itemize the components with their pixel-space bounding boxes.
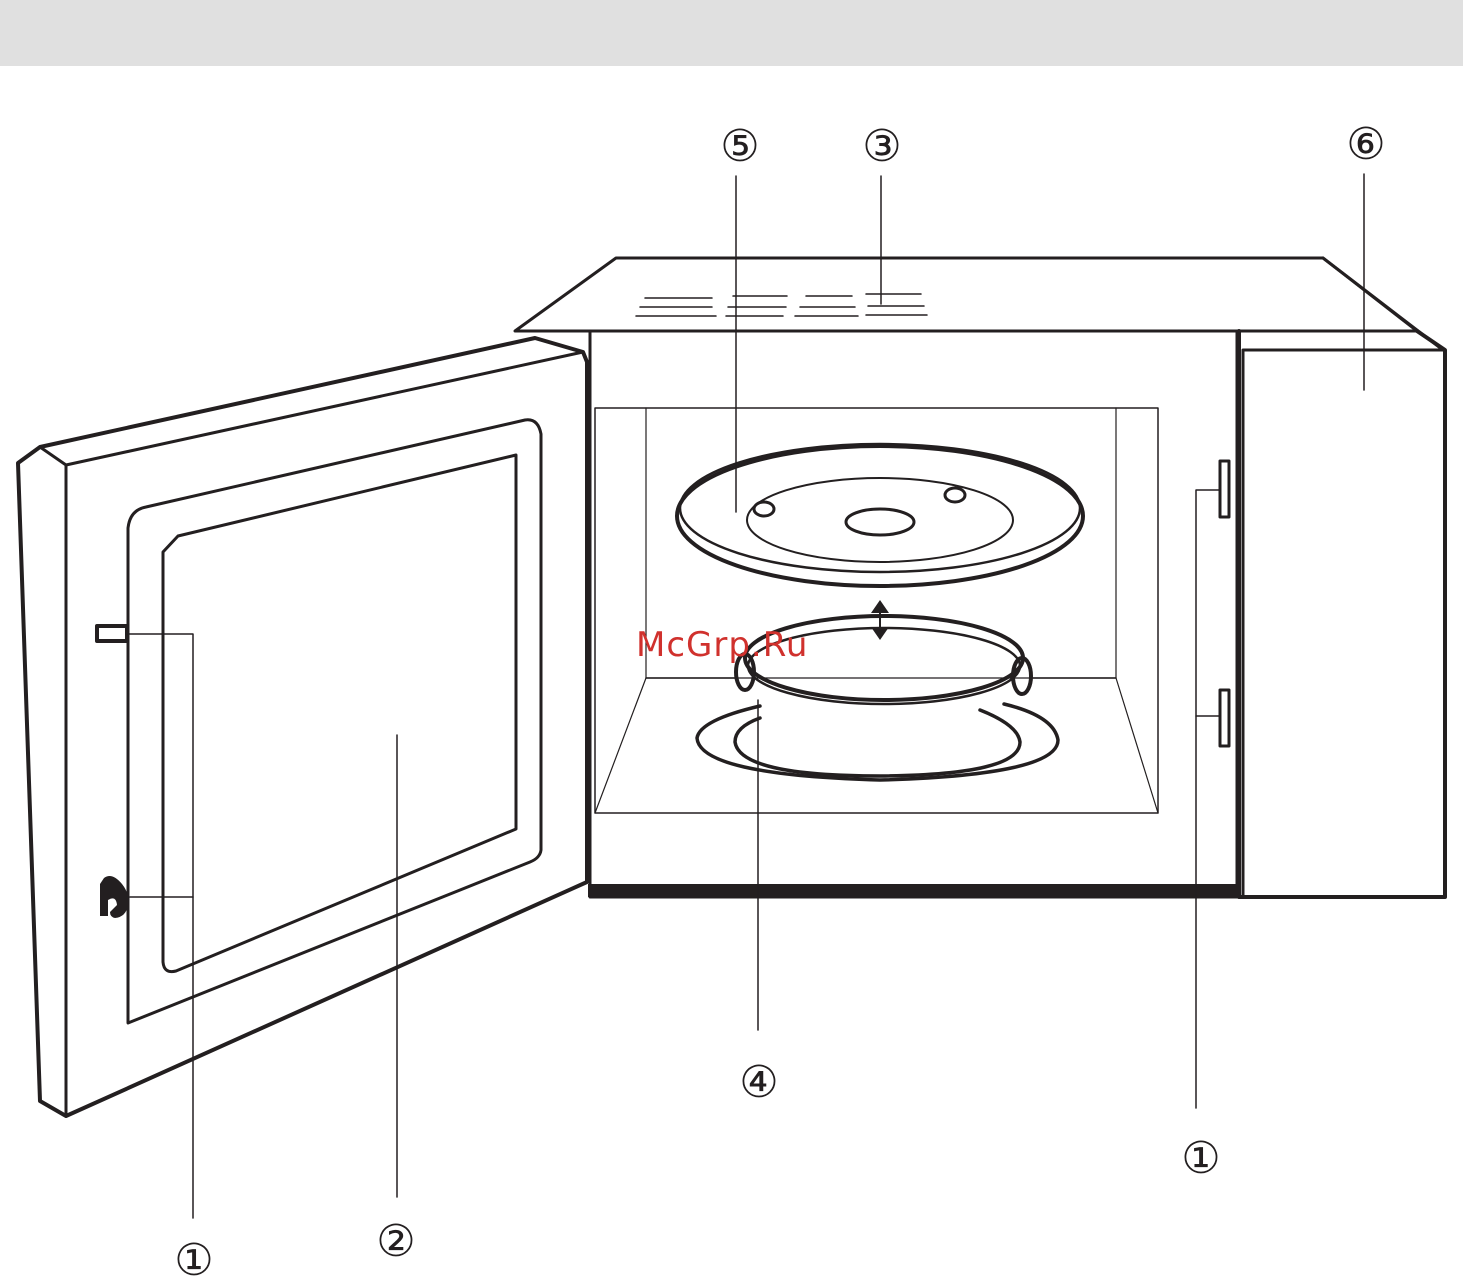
door-latch-hook-top bbox=[97, 626, 127, 641]
glass-tray bbox=[677, 444, 1083, 586]
microwave-door bbox=[18, 338, 587, 1218]
callout-glass-tray: ⑤ bbox=[720, 121, 759, 172]
callout-door-latch-right: ① bbox=[1181, 1133, 1220, 1184]
latch-slot-bottom bbox=[1220, 690, 1229, 746]
callout-waveguide-cover: ③ bbox=[862, 121, 901, 172]
callout-roller-ring: ④ bbox=[739, 1057, 778, 1108]
microwave-body bbox=[515, 258, 1445, 1108]
door-latch-hook-bottom bbox=[100, 876, 128, 918]
base-strip bbox=[588, 884, 1239, 897]
waveguide-vents bbox=[636, 294, 927, 316]
callout-control-panel: ⑥ bbox=[1346, 119, 1385, 170]
latch-slot-top bbox=[1220, 461, 1229, 517]
watermark-text: McGrp.Ru bbox=[636, 625, 808, 665]
callout-door-latch-left: ① bbox=[174, 1235, 213, 1284]
callout-door-window: ② bbox=[376, 1216, 415, 1267]
